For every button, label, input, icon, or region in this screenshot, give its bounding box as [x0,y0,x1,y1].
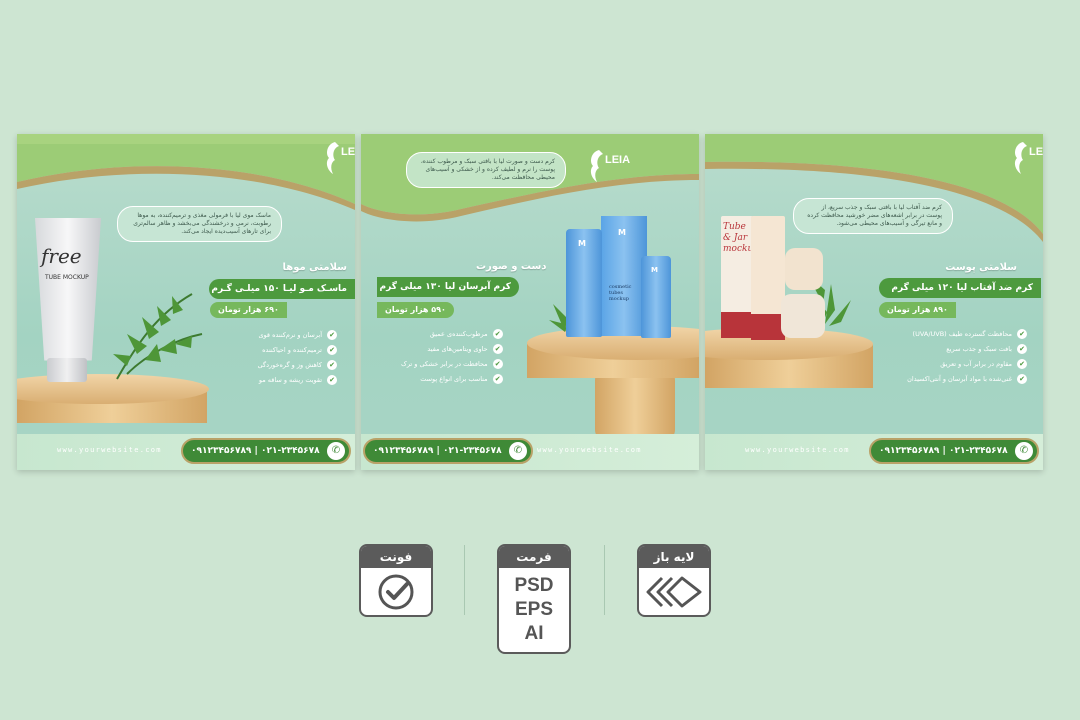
product-name: کرم ضد آفتاب لیا ۱۲۰ میلی گرم [879,278,1041,298]
product-description: کرم ضد آفتاب لیا با بافتی سبک و جذب سریع… [793,198,953,234]
feature-item: ✔مرطوب‌کننده‌ی عمیق [401,326,503,341]
section-heading: سلامتی پوست [945,262,1017,273]
feature-item: ✔مقاوم در برابر آب و تعریق [907,356,1027,371]
phone-numbers: ۰۹۱۲۳۴۵۶۷۸۹ | ۰۲۱-۲۳۴۵۶۷۸ ✆ [363,438,533,464]
header-wave [17,134,355,210]
check-icon: ✔ [492,343,503,354]
cream-jar-top [785,248,823,290]
font-badge: فونت [359,544,433,617]
woman-silhouette-icon [326,142,339,174]
m-logo-icon: M [651,266,658,274]
badge-title: فرمت [499,546,569,568]
tube-cap [721,312,753,338]
post-panel-hair-mask: LEIA ماسک موی لیا با فرمولی مغذی و ترمیم… [17,134,355,470]
section-heading: سلامتی موها [282,262,347,273]
format-badge: فرمت PSD EPS AI [497,544,571,654]
feature-item: ✔غنی‌شده با مواد آبرسان و آنتی‌اکسیدان [907,371,1027,386]
feature-item: ✔ترمیم‌کننده و احیاکننده [258,342,337,357]
check-icon: ✔ [1017,373,1027,384]
contact-footer: ۰۹۱۲۳۴۵۶۷۸۹ | ۰۲۱-۲۳۴۵۶۷۸ ✆ www.yourwebs… [361,434,699,470]
product-price: ۶۹۰ هزار تومان [210,302,287,318]
cream-jar-bottom [781,294,825,338]
phone-numbers: ۰۹۱۲۳۴۵۶۷۸۹ | ۰۲۱-۲۳۴۵۶۷۸ ✆ [869,438,1039,464]
badge-title: فونت [361,546,431,568]
feature-item: ✔آبرسان و نرم‌کننده قوی [258,327,337,342]
format-ai: AI [524,623,544,644]
check-icon: ✔ [1017,328,1027,339]
check-icon: ✔ [327,329,337,340]
phone-icon: ✆ [1015,442,1033,460]
logo: LEIA [321,140,355,180]
blue-tube-right: M [641,256,671,338]
check-icon: ✔ [492,358,503,369]
check-icon: ✔ [327,359,337,370]
feature-list: ✔مرطوب‌کننده‌ی عمیق ✔حاوی ویتامین‌های مف… [401,326,503,386]
format-eps: EPS [514,599,554,620]
layers-badge: لایه باز [637,544,711,617]
divider [604,545,605,615]
phone-numbers: ۰۹۱۲۳۴۵۶۷۸۹ | ۰۲۱-۲۳۴۵۶۷۸ ✆ [181,438,351,464]
sunscreen-tube-2 [751,216,785,340]
brand-name: LEIA [605,154,631,166]
feature-item: ✔تقویت ریشه و ساقه مو [258,372,337,387]
website-link[interactable]: www.yourwebsite.com [57,446,162,454]
tube-label-text: TUBE MOCKUP [45,274,89,281]
product-name: کرم آبرسان لیا ۱۳۰ میلی گرم [377,277,519,297]
post-panel-sunscreen: LEIA کرم ضد آفتاب لیا با بافتی سبک و جذب… [705,134,1043,470]
feature-item: ✔مناسب برای انواع پوست [401,371,503,386]
check-icon: ✔ [327,344,337,355]
feature-item: ✔محافظت در برابر خشکی و ترک [401,356,503,371]
section-heading: دست و صورت [476,261,547,272]
m-logo-icon: M [578,239,586,248]
contact-footer: www.yourwebsite.com ۰۹۱۲۳۴۵۶۷۸۹ | ۰۲۱-۲۳… [705,434,1043,470]
pedestal-stem [595,370,675,440]
divider [464,545,465,615]
logo: LEIA [1009,140,1043,180]
post-panel-hand-cream: LEIA کرم دست و صورت لیا با بافتی سبک و م… [361,134,699,470]
woman-silhouette-icon [590,150,603,182]
product-price: ۸۹۰ هزار تومان [879,302,956,318]
feature-list: ✔آبرسان و نرم‌کننده قوی ✔ترمیم‌کننده و ا… [258,327,337,387]
feature-item: ✔کاهش وز و گره‌خوردگی [258,357,337,372]
check-icon: ✔ [1017,358,1027,369]
feature-item: ✔محافظت گسترده طیف (UVA/UVB) [907,326,1027,341]
header-wave [705,134,1043,242]
check-icon: ✔ [492,328,503,339]
mockup-label: cosmetic tubes mockup [609,284,632,302]
product-description: کرم دست و صورت لیا با بافتی سبک و مرطوب … [406,152,566,188]
check-icon: ✔ [492,373,503,384]
phone-icon: ✆ [327,442,345,460]
feature-item: ✔بافت سبک و جذب سریع [907,341,1027,356]
sunscreen-tube-1: Tube & Jar mockup [721,216,760,338]
product-name: ماسـک مـو لیـا ۱۵۰ میلـی گـرم [209,279,355,299]
brand-name: LEIA [341,146,355,158]
blue-box-mockup: cosmetic tubes mockup M [601,216,647,336]
tube-mockup: free TUBE MOCKUP [35,218,101,361]
tube-brand-text: free [41,244,82,268]
m-logo-icon: M [618,228,626,237]
website-link[interactable]: www.yourwebsite.com [537,446,642,454]
product-price: ۵۹۰ هزار تومان [377,302,454,318]
check-icon: ✔ [327,374,337,385]
mockup-label: Tube & Jar mockup [723,222,760,254]
layers-icon [646,576,702,607]
website-link[interactable]: www.yourwebsite.com [745,446,850,454]
blue-tube-left: M [566,229,602,337]
check-circle-icon [378,574,414,609]
tube-cap [47,358,87,382]
feature-list: ✔محافظت گسترده طیف (UVA/UVB) ✔بافت سبک و… [907,326,1027,386]
product-description: ماسک موی لیا با فرمولی مغذی و ترمیم‌کنند… [117,206,282,242]
contact-footer: www.yourwebsite.com ۰۹۱۲۳۴۵۶۷۸۹ | ۰۲۱-۲۳… [17,434,355,470]
brand-name: LEIA [1029,146,1043,158]
phone-icon: ✆ [509,442,527,460]
tube-cap [751,314,785,340]
badge-title: لایه باز [639,546,709,568]
format-psd: PSD [514,575,554,596]
logo: LEIA [585,148,630,188]
feature-item: ✔حاوی ویتامین‌های مفید [401,341,503,356]
check-icon: ✔ [1017,343,1027,354]
palm-leaf-decoration [113,293,203,380]
woman-silhouette-icon [1014,142,1027,174]
